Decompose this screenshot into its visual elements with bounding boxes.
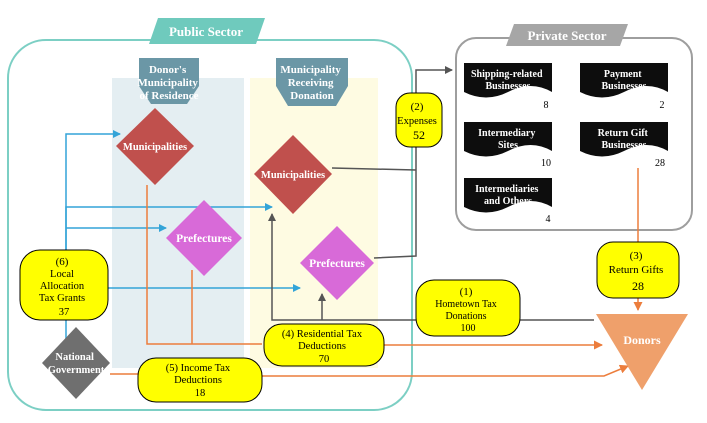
residential-tax-oval: (4) Residential Tax Deductions 70	[263, 323, 385, 367]
receiving-header-line-1: Municipality	[280, 64, 341, 76]
national-government-line-2: Government	[48, 365, 105, 376]
residential-tax-num: (4)	[282, 329, 295, 340]
donor-prefectures-label: Prefectures	[176, 233, 232, 245]
expenses-oval: (2) Expenses 52	[395, 92, 443, 148]
svg-text:(3) Return Gifts 2: (3) Return Gifts 28	[609, 246, 668, 293]
private-sector-label: Private Sector	[527, 28, 606, 43]
return-gift-businesses-line-1: Return Gift	[598, 128, 649, 139]
svg-text:Payment Businesses: Payment Businesses	[601, 69, 646, 92]
national-government-diamond: National Government	[42, 327, 110, 399]
intermediaries-others-box: Intermediaries and Others 4	[464, 178, 552, 225]
income-tax-line-2: Deductions	[174, 375, 222, 386]
intermediary-sites-line-2: Sites	[498, 140, 518, 151]
payment-businesses-count: 2	[660, 100, 665, 111]
svg-text:National Government: National Government	[48, 352, 105, 376]
local-allocation-line-2: Allocation	[40, 281, 85, 292]
svg-text:Intermediaries and Other: Intermediaries and Others	[475, 184, 541, 207]
donor-header-line-2: Municipality	[137, 77, 198, 89]
svg-text:Donor's Municipality: Donor's Municipality of Residence	[137, 64, 200, 102]
national-government-line-1: National	[55, 352, 94, 363]
return-gift-businesses-line-2: Businesses	[601, 140, 646, 151]
recv-prefectures-diamond: Prefectures	[300, 226, 374, 300]
svg-text:Intermediary Sites: Intermediary Sites	[478, 128, 538, 151]
svg-text:(4) Residential Tax Dedu: (4) Residential Tax Deductions 70	[282, 324, 366, 365]
svg-text:(2) Expenses 52: (2) Expenses 52	[397, 97, 441, 142]
residential-tax-label-1: Residential Tax	[297, 329, 363, 340]
shipping-businesses-line-1: Shipping-related	[471, 69, 543, 80]
expenses-label: Expenses	[397, 116, 437, 127]
receiving-header-line-3: Donation	[290, 90, 333, 102]
public-sector-label: Public Sector	[169, 24, 243, 39]
income-tax-value: 18	[195, 388, 206, 399]
hometown-tax-oval: (1) Hometown Tax Donations 100	[415, 279, 521, 337]
donor-header-line-1: Donor's	[149, 64, 187, 76]
return-gifts-value: 28	[632, 279, 644, 293]
hometown-tax-num: (1)	[460, 286, 473, 298]
svg-text:Shipping-related Busines: Shipping-related Businesses	[471, 69, 545, 92]
residential-tax-line-2: Deductions	[298, 341, 346, 352]
svg-text:Return Gift Businesses: Return Gift Businesses	[598, 128, 651, 151]
local-allocation-line-1: Local	[50, 269, 74, 280]
residential-deduction-municipality-line	[146, 185, 262, 345]
intermediaries-others-count: 4	[546, 214, 551, 225]
public-sector-tag	[149, 18, 265, 44]
income-tax-num: (5)	[166, 363, 179, 374]
receiving-municipality-header: Municipality Receiving Donation	[276, 58, 348, 106]
svg-text:(1) Hometown Tax D: (1) Hometown Tax Donations 100	[435, 282, 501, 334]
payment-businesses-line-2: Businesses	[601, 81, 646, 92]
donor-header-line-3: of Residence	[140, 90, 199, 102]
shipping-businesses-box: Shipping-related Businesses 8	[464, 63, 552, 111]
income-tax-oval: (5) Income Tax Deductions 18	[137, 357, 263, 403]
local-allocation-value: 37	[59, 307, 70, 318]
residential-tax-line-1: (4) Residential Tax	[282, 329, 363, 340]
donor-municipalities-diamond: Municipalities	[116, 108, 194, 185]
intermediaries-others-line-1: Intermediaries	[475, 184, 538, 195]
expenses-value: 52	[413, 128, 425, 142]
intermediary-sites-box: Intermediary Sites 10	[464, 122, 552, 169]
shipping-businesses-count: 8	[544, 100, 549, 111]
return-gifts-label: Return Gifts	[609, 264, 664, 276]
return-gifts-num: (3)	[630, 250, 643, 262]
payment-businesses-box: Payment Businesses 2	[580, 63, 668, 111]
donor-municipality-header: Donor's Municipality of Residence	[137, 58, 200, 104]
svg-text:Municipality Receiving: Municipality Receiving Donation	[280, 64, 343, 102]
intermediary-sites-count: 10	[541, 158, 551, 169]
local-allocation-oval: (6) Local Allocation Tax Grants 37	[19, 249, 109, 321]
expense-line-from-recv-municipalities	[331, 167, 417, 171]
expense-line-from-recv-prefectures	[373, 66, 453, 259]
recv-municipalities-label: Municipalities	[261, 170, 325, 181]
grant-arrow-to-donor-municipalities	[65, 130, 121, 255]
donors-triangle: Donors	[596, 314, 688, 390]
return-gift-businesses-count: 28	[655, 158, 665, 169]
residential-tax-value: 70	[319, 354, 330, 365]
donor-municipalities-label: Municipalities	[123, 142, 187, 153]
private-sector-tag	[506, 24, 628, 46]
shipping-businesses-line-2: Businesses	[485, 81, 530, 92]
expenses-num: (2)	[411, 101, 424, 113]
local-allocation-line-3: Tax Grants	[39, 293, 85, 304]
donors-label: Donors	[623, 333, 661, 347]
income-deduction-to-donors-arrow	[262, 364, 629, 377]
return-gifts-oval: (3) Return Gifts 28	[596, 241, 680, 299]
svg-text:(5) Income Tax Deduction: (5) Income Tax Deductions 18	[166, 358, 234, 399]
donor-prefectures-diamond: Prefectures	[166, 200, 242, 276]
hometown-tax-line-1: Hometown Tax	[435, 299, 497, 310]
recv-municipalities-diamond: Municipalities	[254, 135, 332, 214]
income-tax-line-1: (5) Income Tax	[166, 363, 231, 374]
recv-prefectures-label: Prefectures	[309, 258, 365, 270]
income-tax-label-1: Income Tax	[181, 363, 231, 374]
payment-businesses-line-1: Payment	[604, 69, 642, 80]
hometown-tax-value: 100	[461, 323, 476, 334]
intermediaries-others-line-2: and Others	[484, 196, 532, 207]
return-gift-businesses-box: Return Gift Businesses 28	[580, 122, 668, 169]
local-allocation-num: (6)	[56, 256, 69, 268]
intermediary-sites-line-1: Intermediary	[478, 128, 535, 139]
receiving-header-line-2: Receiving	[288, 77, 334, 89]
hometown-tax-line-2: Donations	[445, 311, 486, 322]
svg-text:(6) Local Allocati: (6) Local Allocation Tax Grants 37	[39, 252, 89, 318]
